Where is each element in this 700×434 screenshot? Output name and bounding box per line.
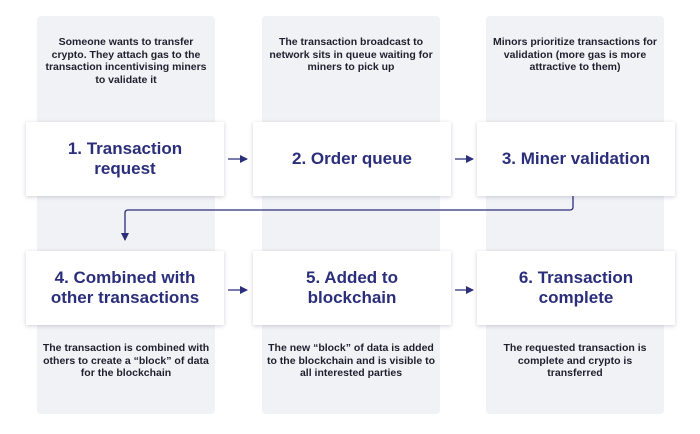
arrow-3-to-4: [121, 196, 574, 241]
step-5-card: 5. Added to blockchain: [253, 251, 451, 325]
column-1-background: [37, 16, 215, 414]
column-3-background: [486, 16, 664, 414]
step-5-title: 5. Added to blockchain: [306, 268, 398, 307]
step-6-title: 6. Transaction complete: [518, 268, 634, 307]
step-3-description: Minors prioritize transactions for valid…: [493, 36, 657, 73]
step-1-title: 1. Transaction request: [67, 139, 183, 178]
step-2-title: 2. Order queue: [292, 149, 412, 168]
step-6-card: 6. Transaction complete: [477, 251, 675, 325]
step-5-description: The new “block” of data is added to the …: [266, 342, 436, 379]
step-4-title: 4. Combined with other transactions: [50, 268, 200, 307]
step-1-description: Someone wants to transfer crypto. They a…: [45, 36, 207, 86]
column-2-background: [262, 16, 440, 414]
step-6-description: The requested transaction is complete an…: [503, 342, 647, 379]
step-1-card: 1. Transaction request: [26, 122, 224, 196]
step-3-card: 3. Miner validation: [477, 122, 675, 196]
step-2-description: The transaction broadcast to network sit…: [269, 36, 433, 73]
step-4-card: 4. Combined with other transactions: [26, 251, 224, 325]
step-2-card: 2. Order queue: [253, 122, 451, 196]
step-4-description: The transaction is combined with others …: [42, 342, 210, 379]
step-3-title: 3. Miner validation: [501, 149, 651, 168]
